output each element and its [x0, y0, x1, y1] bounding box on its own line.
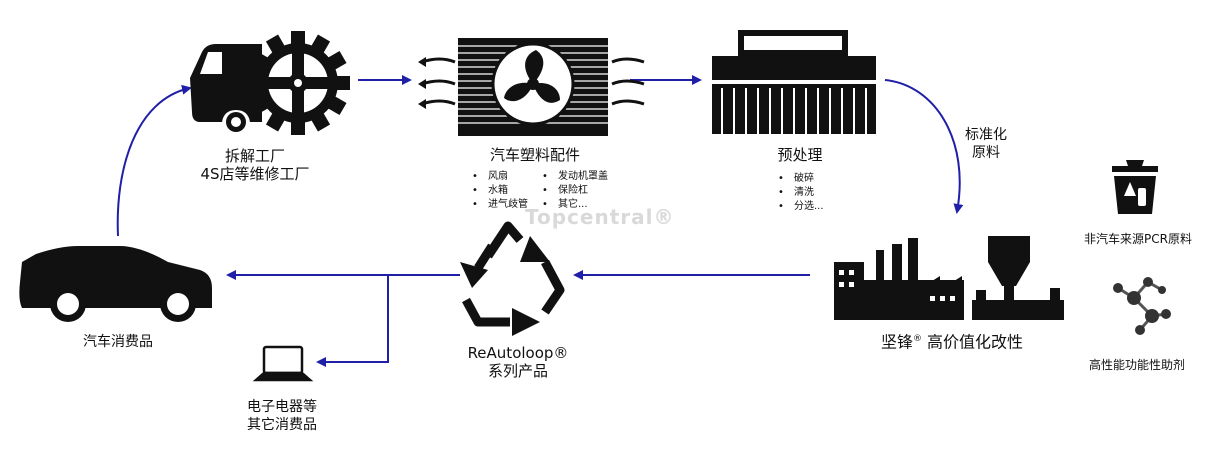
car-gear-icon [190, 31, 350, 135]
list-item: 破碎 [794, 173, 814, 184]
factory-registered-mark: ® [912, 334, 922, 344]
brush-icon [712, 30, 876, 134]
trash-bin-icon [1112, 160, 1158, 214]
electronics-label: 电子电器等 其它消费品 [222, 398, 342, 434]
list-item: 水箱 [488, 185, 508, 196]
dismantle-line2: 4S店等维修工厂 [200, 165, 310, 183]
pretreatment-title: 预处理 [777, 146, 823, 164]
factory-brand: 坚锋 [880, 332, 913, 352]
molecule-icon [1113, 277, 1171, 335]
arrow-car-to-dismantle [116, 84, 192, 237]
reautoloop-line1: ReAutoloop® [467, 344, 569, 362]
list-item: 发动机罩盖 [558, 171, 608, 182]
electronics-line2: 其它消费品 [247, 417, 317, 433]
radiator-fan-icon [418, 38, 645, 136]
electronics-line1: 电子电器等 [247, 399, 317, 415]
dismantle-line1: 拆解工厂 [224, 147, 285, 165]
reautoloop-line2: 系列产品 [487, 362, 548, 380]
reautoloop-label: ReAutoloop® 系列产品 [448, 344, 588, 380]
list-item: 保险杠 [558, 185, 588, 196]
recycle-arrowheads [460, 236, 550, 336]
arrow-pretreat-to-factory [884, 79, 964, 214]
list-item: 风扇 [488, 171, 508, 182]
laptop-icon [252, 345, 314, 382]
non-auto-pcr-label: 非汽车来源PCR原料 [1084, 232, 1192, 246]
standard-material-line2: 原料 [972, 145, 1000, 161]
flow-arrows [116, 75, 964, 367]
list-item: 分选... [794, 201, 824, 212]
arrow-branch-to-laptop [316, 275, 389, 367]
watermark: Topcentral® [525, 205, 675, 229]
recycle-icon [462, 221, 565, 327]
additives-label: 高性能功能性助剂 [1088, 358, 1185, 372]
standard-material-line1: 标准化 [965, 127, 1007, 143]
pretreatment-list: •破碎 •清洗 •分选... [778, 173, 824, 212]
dismantle-label: 拆解工厂 4S店等维修工厂 [190, 147, 320, 183]
factory-rest: 高价值化改性 [921, 332, 1024, 352]
list-item: 进气歧管 [488, 199, 528, 210]
factory-label: 坚锋® 高价值化改性 [862, 330, 1042, 351]
factory-icon [834, 236, 1064, 320]
list-item: 其它... [558, 199, 588, 210]
list-item: 清洗 [794, 187, 814, 198]
car-consumer-label: 汽车消费品 [83, 334, 153, 350]
plastic-parts-list-right: •发动机罩盖 •保险杠 •其它... [542, 171, 608, 210]
standard-material-label: 标准化 原料 [952, 126, 1020, 162]
plastic-parts-list-left: •风扇 •水箱 •进气歧管 [472, 171, 528, 210]
plastic-parts-title: 汽车塑料配件 [489, 146, 580, 164]
car-icon [19, 246, 213, 322]
